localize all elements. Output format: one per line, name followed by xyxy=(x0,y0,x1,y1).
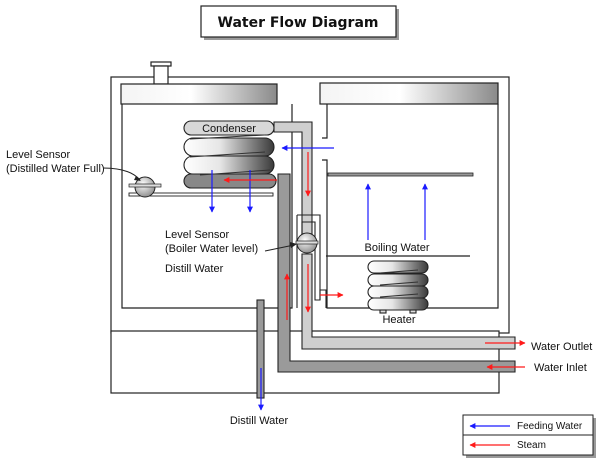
legend-steam-label: Steam xyxy=(517,440,546,451)
heater xyxy=(367,260,429,314)
pointer-boiler-sensor xyxy=(264,244,295,252)
diagram-title: Water Flow Diagram xyxy=(218,15,379,31)
legend: Feeding Water Steam xyxy=(462,414,596,458)
boiler-sensor-housing xyxy=(296,214,321,308)
distill-water-out-label: Distill Water xyxy=(230,415,289,427)
distill-water-tank-label: Distill Water xyxy=(165,263,224,275)
water-inlet-label: Water Inlet xyxy=(534,362,587,374)
title-box: Water Flow Diagram xyxy=(200,5,399,40)
full-level-sensor xyxy=(128,176,162,198)
outlet-pipe xyxy=(301,253,516,350)
steam-arrows xyxy=(223,152,526,370)
boiler-level-sensor xyxy=(295,232,319,254)
legend-feeding-label: Feeding Water xyxy=(517,421,583,432)
pointer-full-sensor xyxy=(102,167,141,181)
inlet-pipe xyxy=(277,173,516,373)
water-outlet-label: Water Outlet xyxy=(531,341,592,353)
pointer-arrowhead xyxy=(134,176,141,181)
level-sensor-boiler-label-1: Level Sensor xyxy=(165,229,230,241)
distill-shelf xyxy=(128,192,274,197)
boiler-shelf xyxy=(327,172,474,177)
heater-label: Heater xyxy=(382,314,415,326)
condenser-label: Condenser xyxy=(202,123,256,135)
condenser: Condenser xyxy=(183,120,277,189)
feeding-water-arrows xyxy=(209,145,428,411)
level-sensor-boiler-label-2: (Boiler Water level) xyxy=(165,243,258,255)
pointer-arrowhead xyxy=(290,242,297,248)
boiling-water-label: Boiling Water xyxy=(364,242,429,254)
level-sensor-full-label-1: Level Sensor xyxy=(6,149,71,161)
level-sensor-full-label-2: (Distilled Water Full) xyxy=(6,163,105,175)
boiler-tank xyxy=(319,82,499,309)
